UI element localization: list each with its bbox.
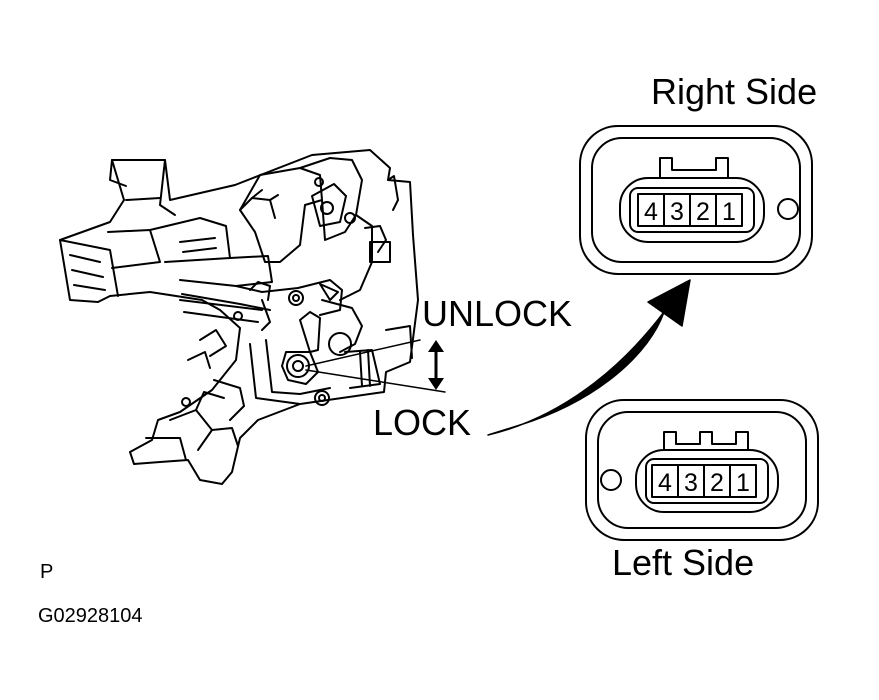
- left-side-label: Left Side: [612, 542, 755, 583]
- curved-arrow-icon: [487, 279, 691, 436]
- right-pin-2: 2: [696, 198, 710, 226]
- lock-label: LOCK: [373, 402, 472, 443]
- left-pin-1: 1: [736, 469, 750, 497]
- right-pin-3: 3: [670, 198, 684, 226]
- code-letter: P: [40, 561, 54, 583]
- left-connector-icon: [585, 399, 819, 541]
- figure-code: G02928104: [38, 605, 143, 627]
- left-pin-2: 2: [710, 469, 724, 497]
- right-pin-1: 1: [722, 198, 736, 226]
- unlock-label: UNLOCK: [422, 293, 573, 334]
- right-connector-icon: [579, 125, 813, 275]
- double-arrow-icon: [428, 340, 444, 390]
- right-side-label: Right Side: [651, 71, 818, 112]
- right-pin-4: 4: [644, 198, 658, 226]
- left-pin-3: 3: [684, 469, 698, 497]
- left-pin-4: 4: [658, 469, 672, 497]
- door-lock-actuator-icon: [59, 149, 419, 485]
